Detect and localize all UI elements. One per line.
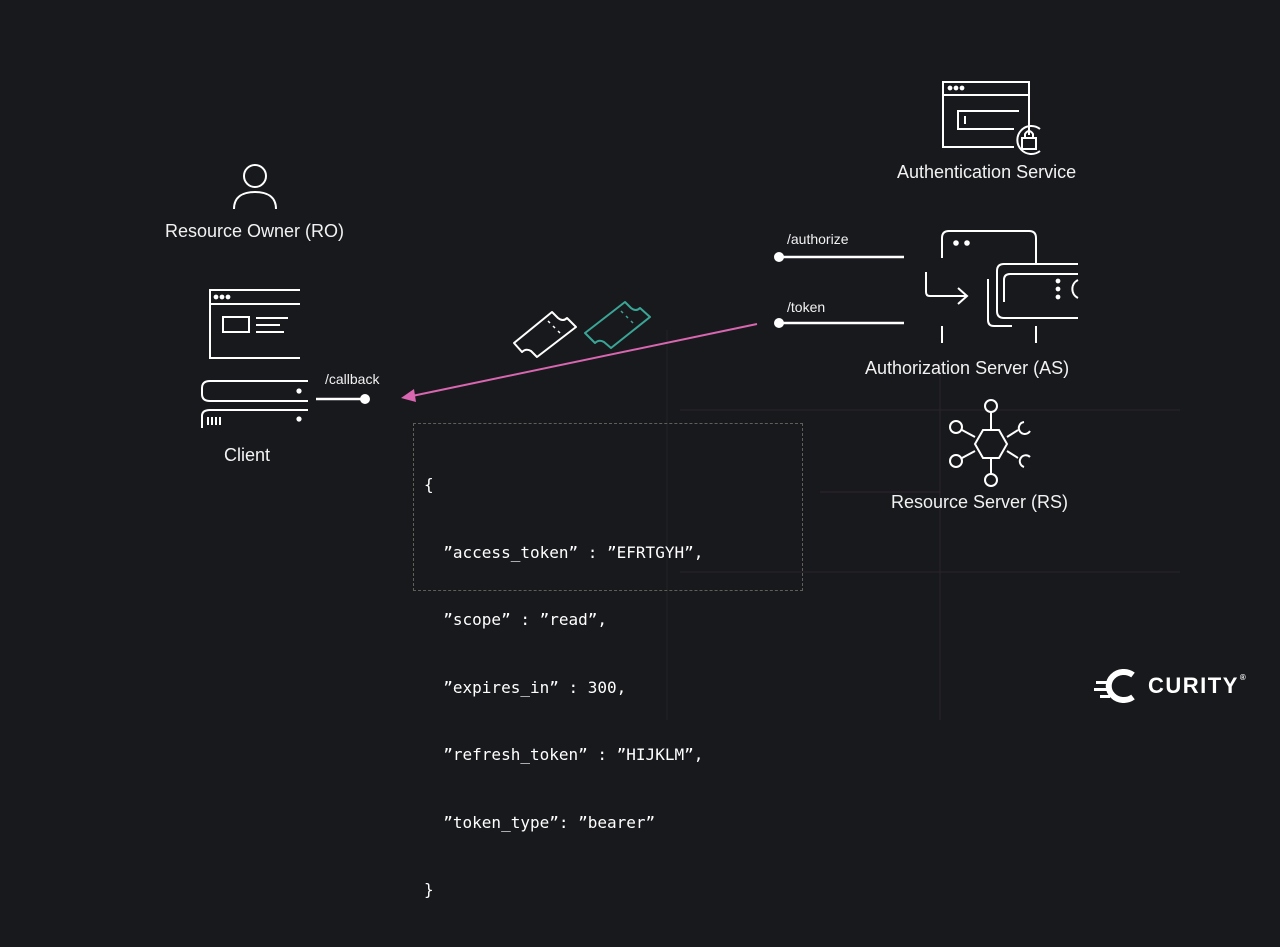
authentication-service-icon — [942, 81, 1041, 155]
token-endpoint-line — [774, 318, 904, 328]
callback-endpoint-label: /callback — [325, 371, 380, 387]
authentication-service-label: Authentication Service — [897, 162, 1077, 182]
token-ticket-teal-icon — [584, 301, 651, 349]
token-endpoint-label: /token — [787, 299, 826, 315]
authorize-endpoint-label: /authorize — [787, 231, 849, 247]
json-line: } — [424, 880, 434, 899]
json-line: ”access_token” : ”EFRTGYH”, — [424, 542, 704, 562]
authorization-server-icon — [925, 230, 1079, 343]
json-line: { — [424, 475, 434, 494]
authorize-endpoint-line — [774, 252, 904, 262]
background-grid — [666, 330, 1180, 720]
client-browser-icon — [209, 289, 300, 359]
authorization-server-label: Authorization Server (AS) — [865, 358, 1070, 378]
callback-endpoint-line — [316, 394, 370, 404]
client-label: Client — [224, 445, 271, 465]
resource-owner-label: Resource Owner (RO) — [165, 221, 345, 241]
token-response-arrow — [401, 323, 758, 402]
token-ticket-white-icon — [513, 311, 577, 358]
person-icon — [233, 164, 277, 210]
json-line: ”expires_in” : 300, — [424, 677, 627, 697]
diagram-graphics — [201, 81, 1180, 720]
json-line: ”scope” : ”read”, — [424, 610, 608, 629]
client-server-icon — [201, 380, 308, 428]
resource-server-label: Resource Server (RS) — [891, 492, 1069, 512]
diagram-canvas: Resource Owner (RO) Client Authenticatio… — [165, 81, 1247, 899]
token-response-json: { ”access_token” : ”EFRTGYH”, ”scope” : … — [413, 423, 803, 899]
curity-logo: CURITY® — [1094, 668, 1247, 704]
curity-wordmark: CURITY® — [1148, 673, 1247, 699]
curity-wordmark-text: CURITY — [1148, 673, 1239, 698]
json-line: ”token_type”: ”bearer” — [424, 812, 656, 832]
curity-mark-icon — [1094, 669, 1135, 703]
resource-server-icon — [949, 399, 1031, 487]
registered-mark: ® — [1239, 673, 1248, 682]
json-line: ”refresh_token” : ”HIJKLM”, — [424, 745, 704, 764]
